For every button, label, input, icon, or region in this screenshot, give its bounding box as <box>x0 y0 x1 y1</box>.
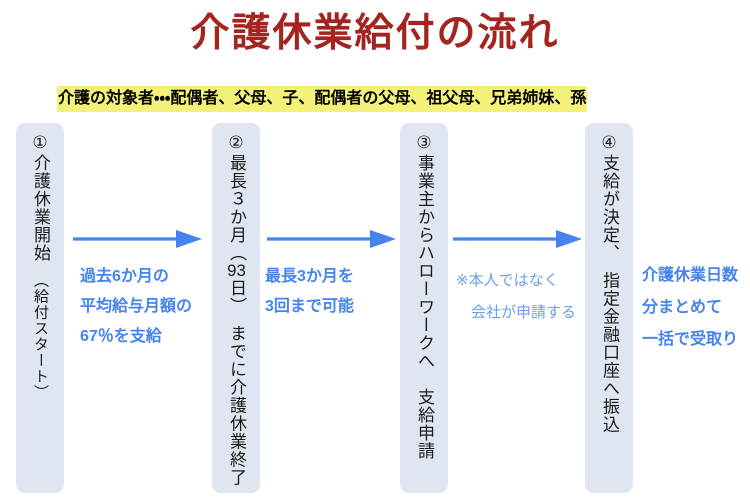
step-2-label-days: 93 <box>227 262 246 279</box>
step-4-label: ④支給が決定、 指定金融口座へ振込 <box>600 133 619 434</box>
annotation-line: 分まとめて <box>642 299 723 316</box>
flow-arrow-3-right-icon <box>453 230 582 248</box>
annotation-line: 最長3か月を <box>265 268 354 285</box>
step-box-2-leave-ends-within-3-months: ②最長３か月（93日） までに介護休業終了 <box>212 123 260 493</box>
step-1-label: ①介護休業開始 <box>31 133 50 280</box>
annotation-line: 3回まで可能 <box>265 298 354 315</box>
step-box-1-care-leave-start: ①介護休業開始 （給付スタート） <box>16 123 64 493</box>
annotation-lump-sum-payment: 介護休業日数 分まとめて 一括で受取り <box>642 260 738 356</box>
annotation-line: 67％を支給 <box>80 328 162 345</box>
step-3-label: ③事業主からハローワークへ 支給申請 <box>415 133 434 460</box>
annotation-line: 過去6か月の <box>80 268 169 285</box>
step-2-label-post: 日） までに介護休業終了 <box>227 279 246 487</box>
annotation-company-applies: ※本人ではなく 会社が申請する <box>456 265 576 329</box>
step-box-4-payment-decided-bank-transfer: ④支給が決定、 指定金融口座へ振込 <box>585 123 633 493</box>
annotation-line: 一括で受取り <box>642 331 739 348</box>
care-target-note: 介護の対象者・・・配偶者、父母、子、配偶者の父母、祖父母、兄弟姉妹、孫 <box>57 86 588 112</box>
annotation-line: 平均給与月額の <box>80 298 193 315</box>
page-title: 介護休業給付の流れ <box>190 12 560 55</box>
annotation-line: 会社が申請する <box>471 304 577 321</box>
annotation-repeat-limit: 最長3か月を 3回まで可能 <box>265 262 354 322</box>
step-2-label-pre: ②最長３か月（ <box>227 133 246 262</box>
flow-arrow-1-right-icon <box>73 230 202 248</box>
annotation-line: 介護休業日数 <box>642 267 739 284</box>
annotation-line: ※本人ではなく <box>456 272 559 289</box>
step-box-3-employer-applies-to-hellowork: ③事業主からハローワークへ 支給申請 <box>400 123 448 493</box>
annotation-payment-rate: 過去6か月の 平均給与月額の 67％を支給 <box>80 262 192 352</box>
flow-arrow-2-right-icon <box>267 230 396 248</box>
step-1-sublabel: （給付スタート） <box>32 280 49 401</box>
